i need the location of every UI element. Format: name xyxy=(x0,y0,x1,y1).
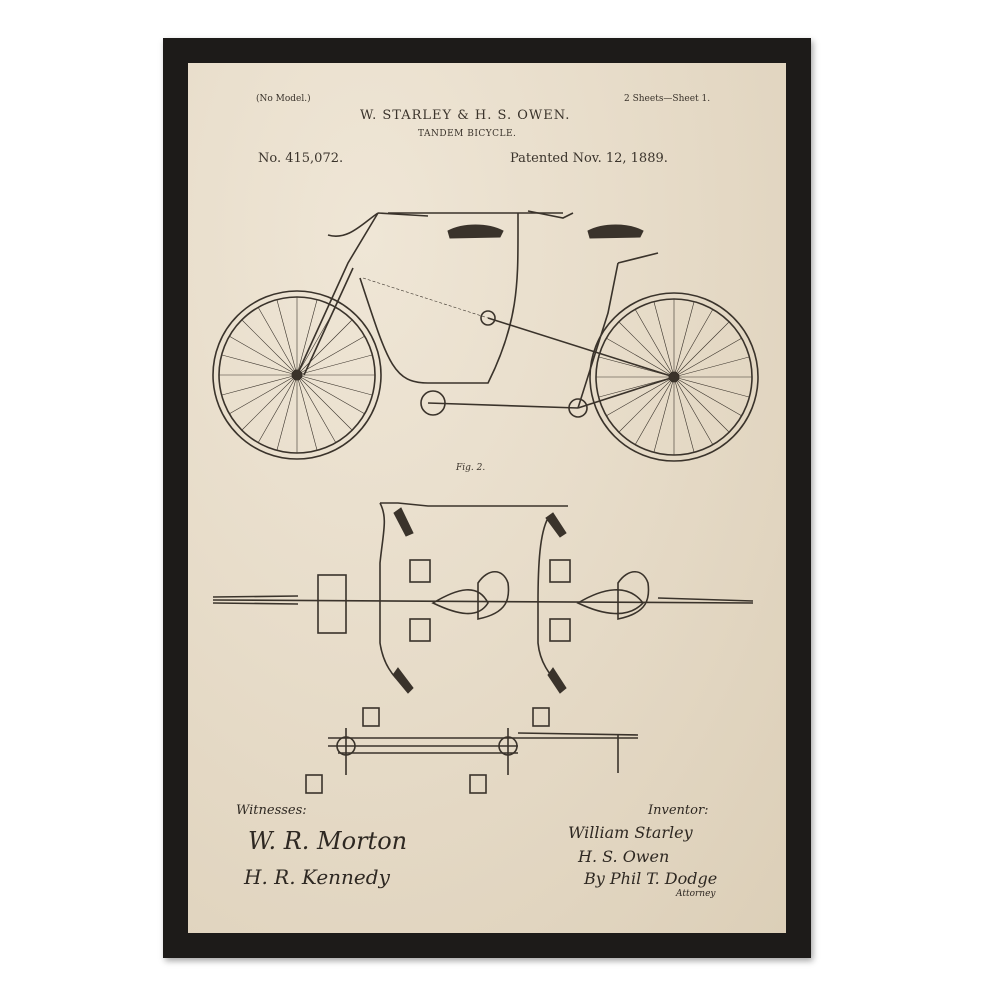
patent-date: Patented Nov. 12, 1889. xyxy=(510,151,668,166)
figure-2-label: Fig. 2. xyxy=(456,463,486,473)
inventor-signature-2: H. S. Owen xyxy=(578,847,670,866)
witness-signature-2: H. R. Kennedy xyxy=(244,865,390,889)
inventors-heading: W. STARLEY & H. S. OWEN. xyxy=(360,108,571,123)
figure-3-detail xyxy=(305,707,639,794)
attorney-label: Attorney xyxy=(676,889,716,899)
no-model-note: (No Model.) xyxy=(256,94,311,104)
handlebars-and-saddles xyxy=(327,210,644,239)
figure-2-plan-view xyxy=(212,502,754,694)
document-title: TANDEM BICYCLE. xyxy=(418,129,517,139)
witness-signature-1: W. R. Morton xyxy=(248,827,408,855)
sheets-note: 2 Sheets—Sheet 1. xyxy=(624,94,711,104)
inventor-label: Inventor: xyxy=(648,803,709,818)
inventor-signature-1: William Starley xyxy=(568,823,693,842)
frame-tubes xyxy=(296,212,675,418)
witnesses-label: Witnesses: xyxy=(236,803,307,818)
patent-sheet: (No Model.) 2 Sheets—Sheet 1. W. STARLEY… xyxy=(188,63,786,933)
attorney-signature: By Phil T. Dodge xyxy=(584,869,718,888)
figure-1-side-view xyxy=(212,210,759,462)
front-wheel xyxy=(212,290,382,460)
patent-number: No. 415,072. xyxy=(258,151,344,166)
patent-drawings xyxy=(212,210,759,794)
rear-wheel xyxy=(589,292,759,462)
